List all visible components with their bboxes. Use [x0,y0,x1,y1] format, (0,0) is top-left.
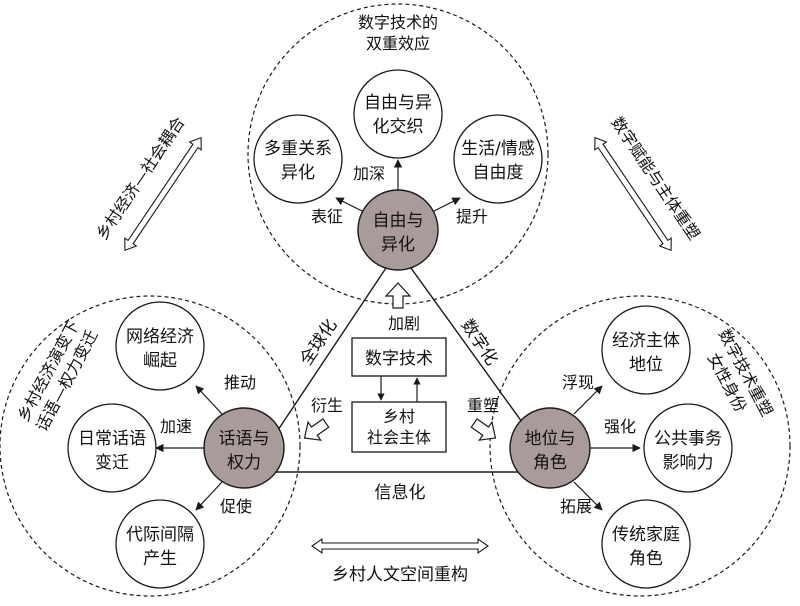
triangle-left-edge-label: 全球化 [296,316,341,369]
arrow-right-label: 重塑 [467,396,499,415]
svg-text:数字化: 数字化 [457,316,502,369]
left-center-label: 话语与 [219,429,270,449]
top-edge-label-left: 表征 [311,207,343,226]
top-edge-label-right: 提升 [456,207,488,226]
right-cluster-boundary [489,295,791,597]
top-node-mid [353,69,443,159]
left-center-label-2: 权力 [227,453,261,473]
right-node-bottom [601,499,691,589]
top-edge-label-mid: 加深 [353,164,385,183]
top-cluster-title: 数字技术的 [358,13,438,32]
edge-right-to-bottom [573,481,603,511]
left-node-mid [67,403,157,493]
left-node-top-label: 网络经济 [126,327,194,347]
arrow-left-label: 衍生 [311,396,343,415]
top-node-left-label-2: 异化 [281,163,315,183]
triangle-bottom-edge-label: 信息化 [375,483,426,503]
triangle-right-edge-label: 数字化 [457,316,502,369]
left-node-bottom [115,499,205,589]
right-edge-label-mid: 强化 [604,417,636,436]
central-triangle [248,248,560,473]
right-node-bottom-label-2: 角色 [629,549,663,569]
left-edge-label-mid: 加速 [160,417,192,436]
left-double-arrow [124,136,202,252]
edge-right-to-top [573,385,603,415]
rural-subject-box-label: 乡村 [383,407,415,426]
edge-left-to-bottom [195,481,223,511]
left-node-mid-label-2: 变迁 [95,453,129,473]
top-center-label: 自由与 [373,211,424,231]
top-node-mid-label: 自由与异 [364,93,432,113]
top-node-right [453,114,543,204]
digital-tech-box-label: 数字技术 [365,349,433,369]
left-edge-label-top: 推动 [224,373,256,392]
hollow-arrow-left [303,418,330,441]
top-cluster-title-2: 双重效应 [366,34,430,53]
top-center-node [357,189,439,271]
rural-subject-box [351,401,447,453]
left-center-node [203,407,285,489]
right-node-top [601,305,691,395]
right-node-bottom-label: 传统家庭 [612,525,680,545]
hollow-up-arrow [384,282,412,309]
right-node-top-label: 经济主体 [612,331,680,351]
right-edge-label-top: 浮现 [562,373,594,392]
right-center-node [509,407,591,489]
svg-text:全球化: 全球化 [296,316,341,369]
rural-subject-box-label-2: 社会主体 [367,428,431,447]
left-node-top-label-2: 崛起 [143,351,177,371]
right-node-top-label-2: 地位 [629,355,663,375]
right-node-mid-label-2: 影响力 [663,453,714,473]
hollow-arrow-right [470,418,497,441]
left-node-mid-label: 日常话语 [78,429,146,449]
right-node-mid-label: 公共事务 [654,429,722,449]
right-node-mid [643,403,733,493]
edge-top-to-right [431,197,461,213]
bottom-side-label: 乡村人文空间重构 [332,565,468,585]
right-center-label: 地位与 [525,429,576,449]
left-node-top [115,301,205,391]
left-node-bottom-label: 代际间隔 [126,525,194,545]
right-double-arrow [594,136,672,252]
right-edge-label-bottom: 拓展 [560,497,592,516]
left-node-bottom-label-2: 产生 [143,549,177,569]
bottom-double-arrow [311,537,489,555]
top-node-left [253,114,343,204]
arrow-up-label: 加剧 [388,314,420,333]
top-node-right-label-2: 自由度 [473,163,524,183]
top-center-label-2: 异化 [381,235,415,255]
top-node-right-label: 生活/情感 [461,139,535,159]
top-node-mid-label-2: 化交织 [373,117,424,137]
digital-tech-box [351,337,447,377]
edge-left-to-top [195,385,223,415]
top-node-left-label: 多重关系 [264,139,332,159]
top-cluster-boundary [247,3,549,305]
edge-top-to-left [335,197,365,213]
left-cluster-boundary [0,295,301,597]
left-edge-label-bottom: 促使 [220,497,252,516]
right-center-label-2: 角色 [533,453,567,473]
